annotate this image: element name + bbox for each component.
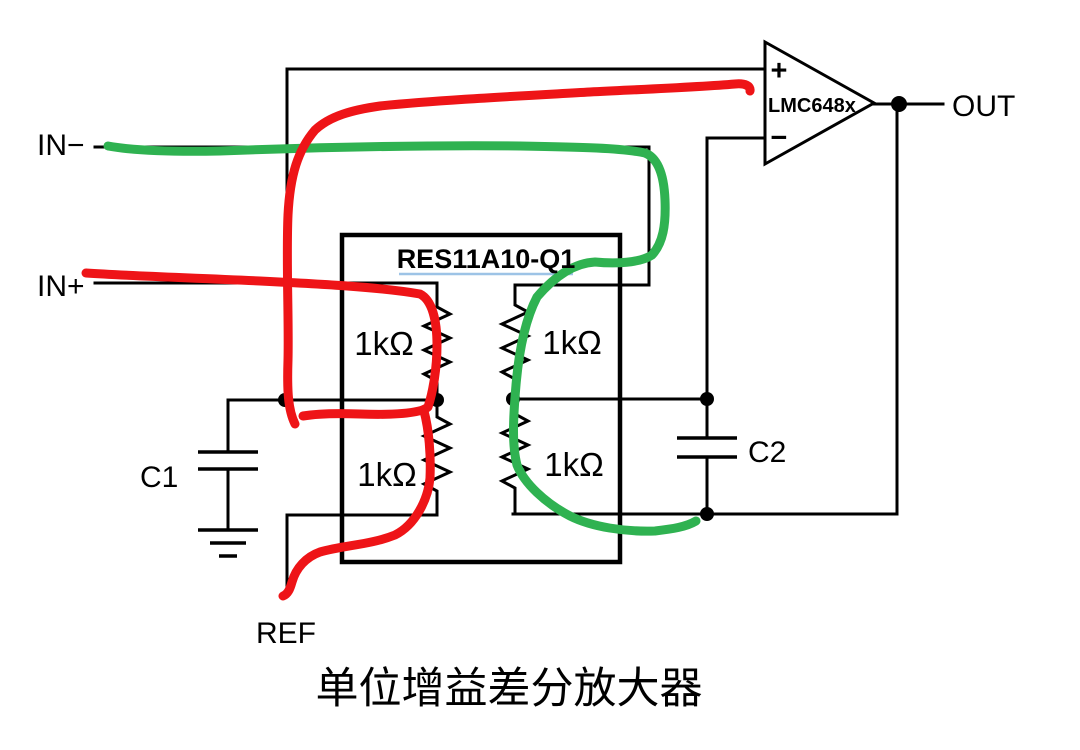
wire-minus-input-net — [705, 136, 765, 401]
green-trace-in-minus — [103, 141, 701, 536]
wire-left-mid-rail — [226, 398, 439, 454]
wire-feedback-net — [511, 102, 899, 516]
opamp-plus-pin-label: + — [771, 55, 788, 87]
annotation-traces — [81, 79, 755, 601]
r-bottom-left-value: 1kΩ — [357, 456, 417, 493]
junction-c2-bottom — [700, 507, 714, 521]
ground-symbol — [198, 528, 258, 558]
junction-c2-top — [700, 392, 714, 406]
opamp-minus-pin-label: − — [771, 122, 788, 154]
wires — [93, 67, 945, 595]
in-minus-label: IN− — [37, 129, 85, 162]
opamp-part-label: LMC648x — [768, 95, 856, 117]
in-plus-label: IN+ — [37, 270, 85, 303]
r-top-right-value: 1kΩ — [542, 324, 602, 361]
capacitor-c2 — [677, 436, 737, 459]
red-trace-to-opamp-plus — [282, 79, 755, 429]
out-label: OUT — [952, 90, 1015, 123]
res-network-outline — [339, 232, 623, 565]
junction-output — [891, 96, 907, 112]
net-labels: IN− IN+ OUT REF C1 C2 RES11A10-Q1 1kΩ 1k… — [37, 90, 1015, 714]
res-network-title: RES11A10-Q1 — [397, 244, 576, 274]
ref-label: REF — [256, 617, 316, 650]
resistor-top-right — [498, 283, 532, 401]
r-bottom-right-value: 1kΩ — [544, 446, 604, 483]
wire-ref-net — [285, 513, 439, 595]
red-trace-to-ref — [278, 406, 435, 601]
opamp: + − LMC648x — [763, 39, 878, 167]
opamp-triangle — [763, 39, 878, 167]
diagram-title: 单位增益差分放大器 — [316, 664, 703, 714]
red-trace-in-plus — [81, 268, 442, 421]
c1-label: C1 — [140, 461, 178, 494]
c2-label: C2 — [748, 436, 786, 469]
r-top-left-value: 1kΩ — [354, 325, 414, 362]
capacitor-c1 — [198, 450, 258, 532]
